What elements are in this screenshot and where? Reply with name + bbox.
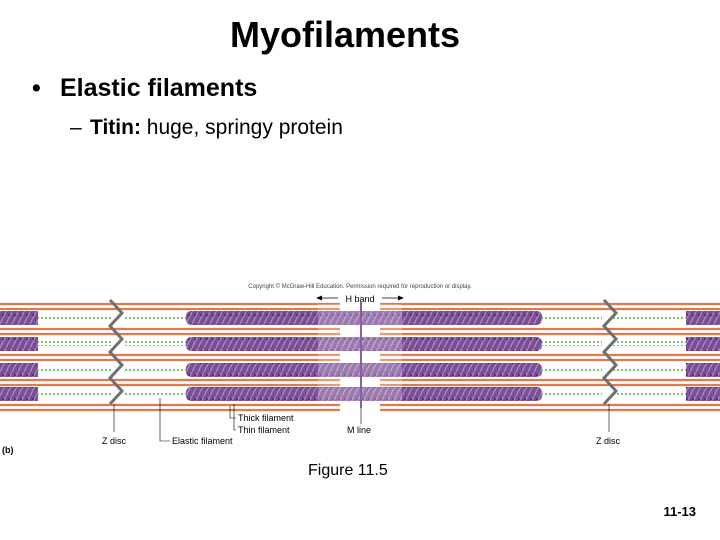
z-disc-left-label: Z disc [102, 436, 127, 446]
elastic-filament [612, 341, 686, 346]
sub-bullet-titin: –Titin: huge, springy protein [70, 116, 343, 140]
thick-filament [686, 363, 720, 377]
elastic-filament-label: Elastic filament [172, 436, 233, 446]
bullet-dot: • [32, 74, 60, 103]
m-line-label: M line [347, 425, 371, 435]
elastic-filament [124, 367, 186, 372]
bullet-elastic-filaments: •Elastic filaments [32, 74, 257, 103]
thick-filament [0, 337, 38, 351]
titin-term: Titin: [90, 116, 141, 139]
bullet-1-text: Elastic filaments [60, 74, 257, 102]
thick-filament [686, 311, 720, 325]
sub-bullet-dash: – [70, 116, 90, 140]
thick-filament [0, 311, 38, 325]
thick-filament [0, 363, 38, 377]
thick-filament [0, 387, 38, 401]
slide-title: Myofilaments [0, 14, 690, 56]
titin-description: huge, springy protein [141, 116, 343, 139]
z-disc [604, 300, 616, 404]
thick-filament [686, 387, 720, 401]
elastic-filament [612, 391, 686, 396]
elastic-filament [124, 391, 186, 396]
thick-filament-label: Thick filament [238, 413, 294, 423]
elastic-filament [612, 367, 686, 372]
elastic-filament [540, 391, 602, 396]
elastic-filament [540, 315, 602, 320]
elastic-filament [124, 315, 186, 320]
page-number: 11-13 [663, 504, 696, 519]
panel-label: (b) [2, 445, 14, 455]
elastic-filament [612, 315, 686, 320]
elastic-filament [540, 367, 602, 372]
thick-filament [686, 337, 720, 351]
elastic-filament [38, 341, 112, 346]
elastic-filament [38, 367, 112, 372]
z-disc-right-label: Z disc [596, 436, 621, 446]
sarcomere-figure: Copyright © McGraw-Hill Education. Permi… [0, 276, 720, 456]
elastic-filament [38, 391, 112, 396]
thin-filament-label: Thin filament [238, 425, 290, 435]
elastic-filament [124, 341, 186, 346]
elastic-filament [540, 341, 602, 346]
copyright-text: Copyright © McGraw-Hill Education. Permi… [248, 283, 472, 290]
filament-array [0, 300, 720, 410]
elastic-filament [38, 315, 112, 320]
figure-caption: Figure 11.5 [308, 462, 388, 480]
h-band-label: H band [345, 294, 374, 304]
